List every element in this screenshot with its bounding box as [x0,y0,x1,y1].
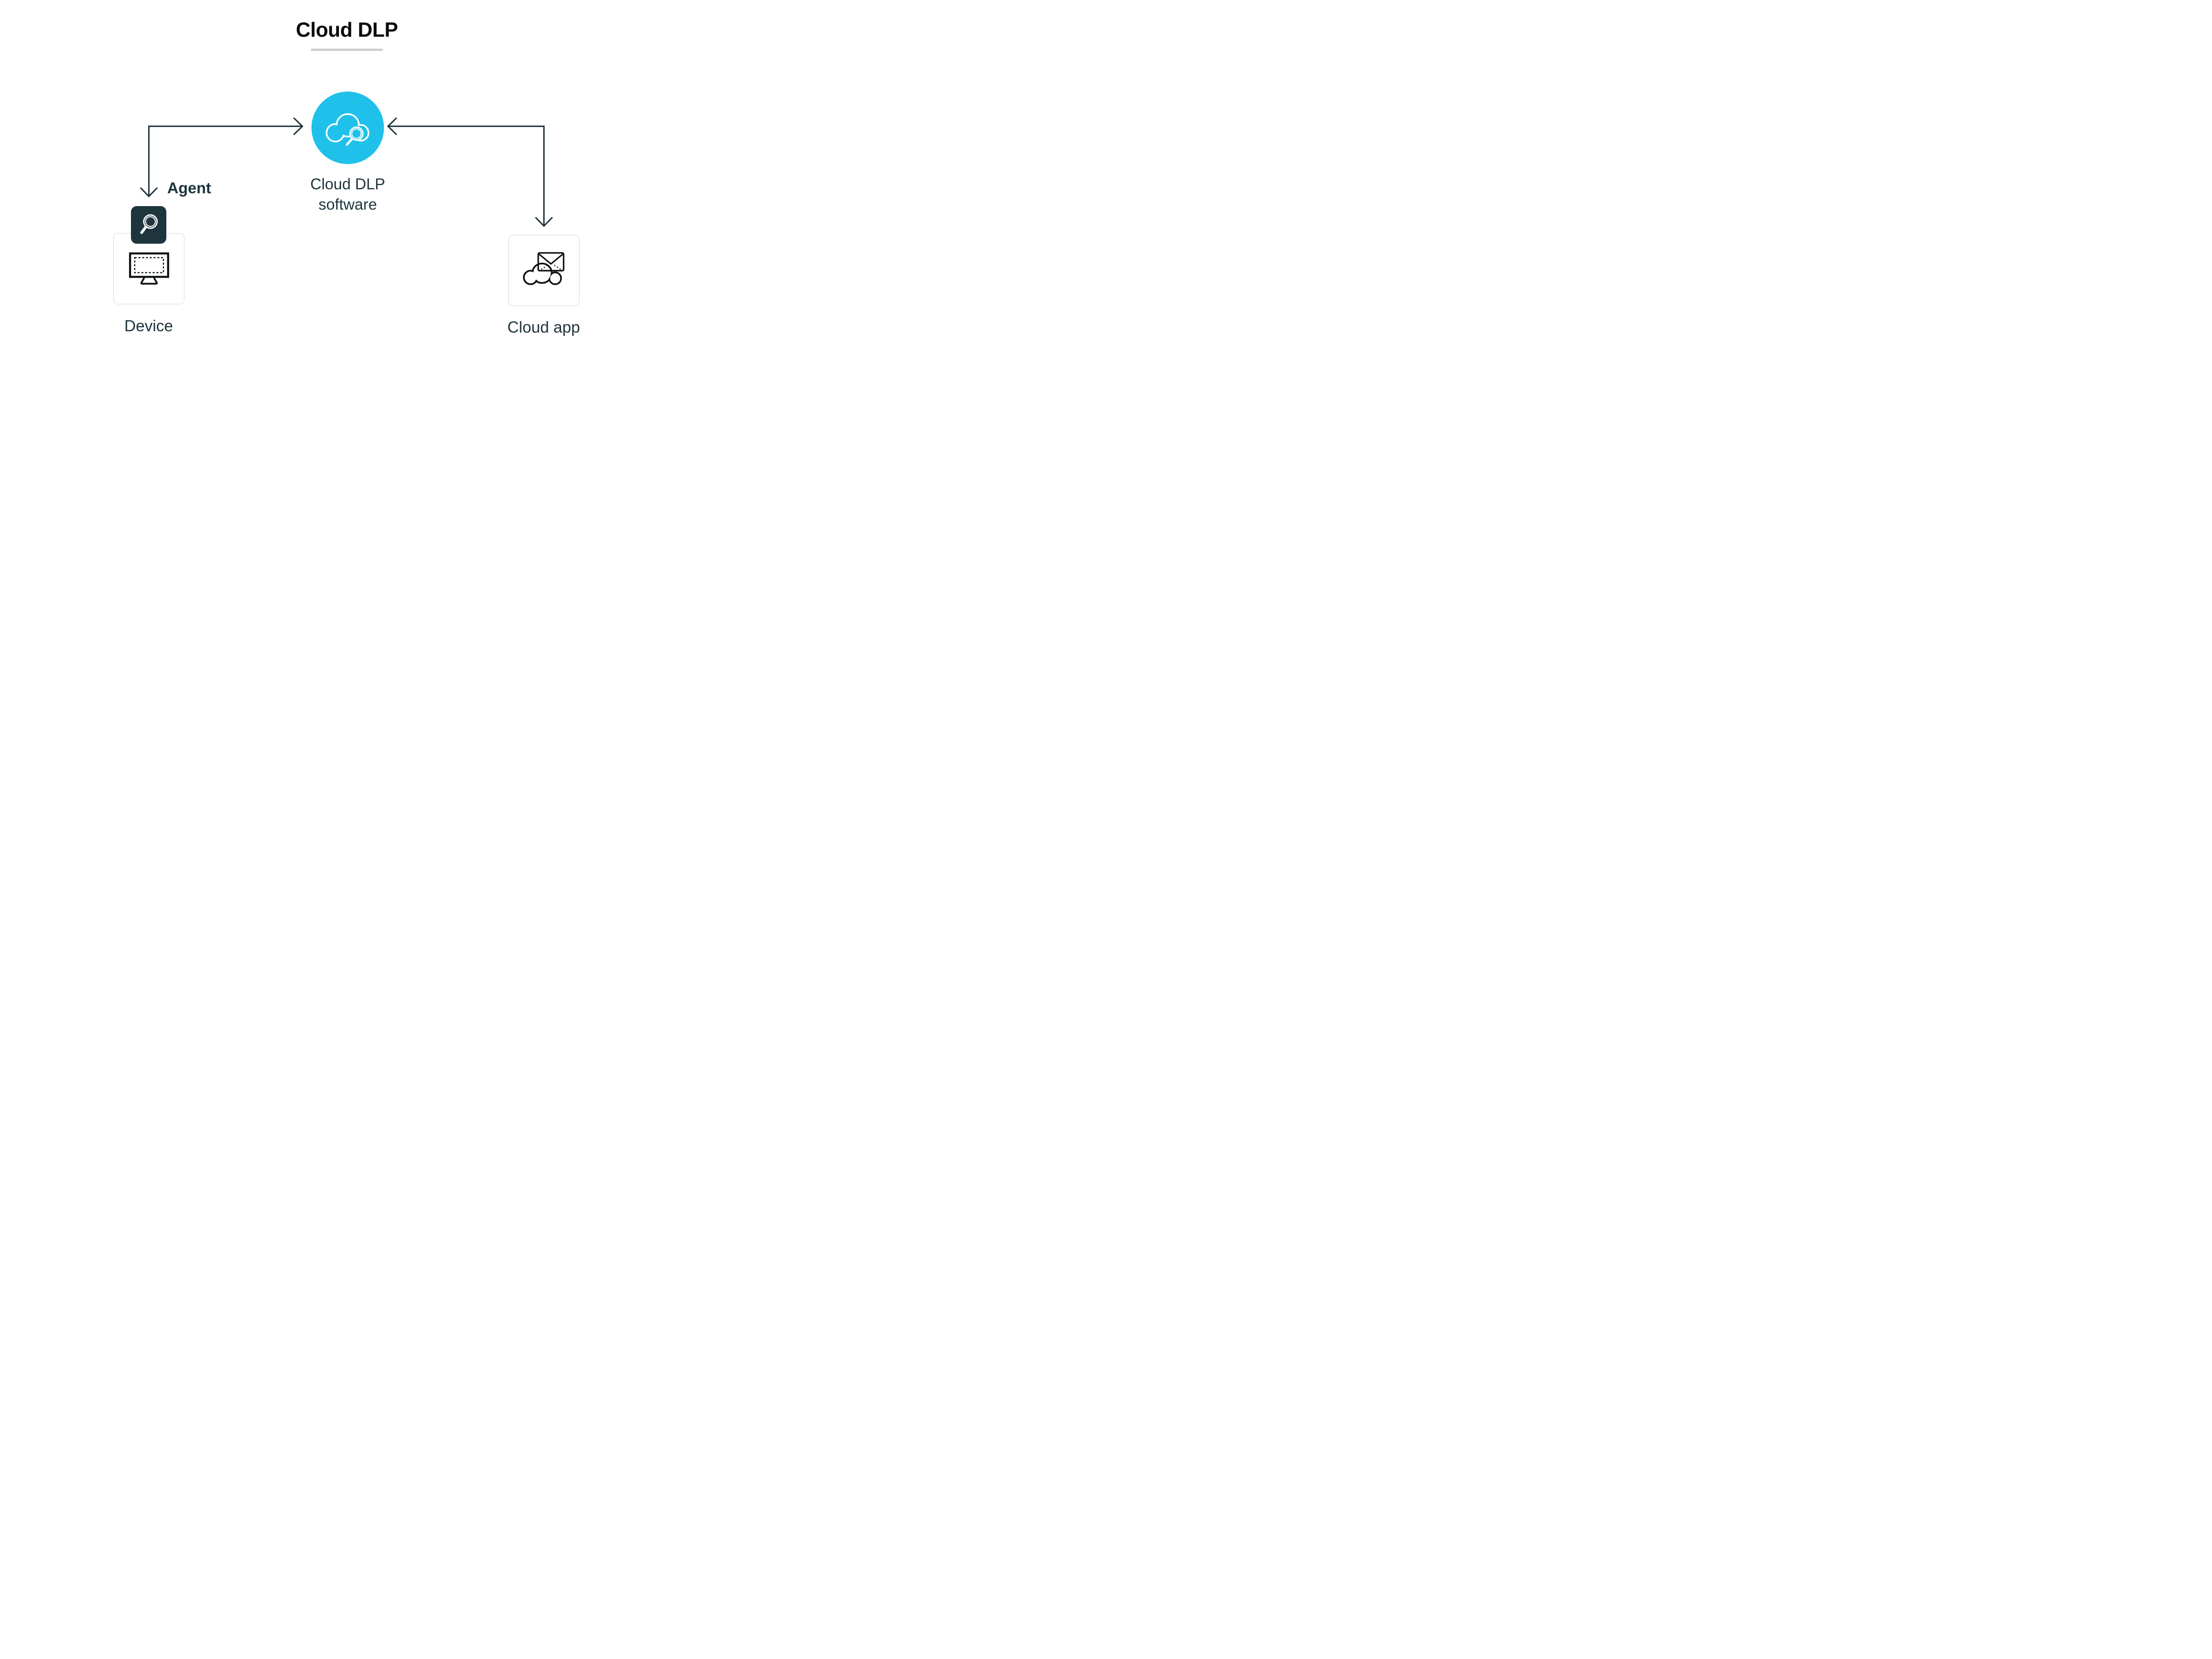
cloud-app-node [508,235,580,306]
cloud-dlp-software-node [311,92,384,164]
cloud-dlp-software-label-line2: software [318,196,377,213]
magnifier-icon [140,214,158,234]
diagram-title: Cloud DLP [296,18,398,41]
cloud-app-label: Cloud app [507,318,580,336]
cloud-mail-icon [522,252,565,285]
cloud-dlp-software-label: Cloud DLP software [259,174,436,215]
device-label: Device [124,317,173,335]
agent-label: Agent [167,180,211,197]
title-underline [311,49,383,51]
agent-badge [131,206,166,244]
device-node [113,233,184,304]
cloud-search-icon [326,113,369,146]
cloud-dlp-software-label-line1: Cloud DLP [310,176,385,193]
cloud-dlp-diagram: Cloud DLP Cl [0,0,694,390]
monitor-icon [129,252,169,284]
